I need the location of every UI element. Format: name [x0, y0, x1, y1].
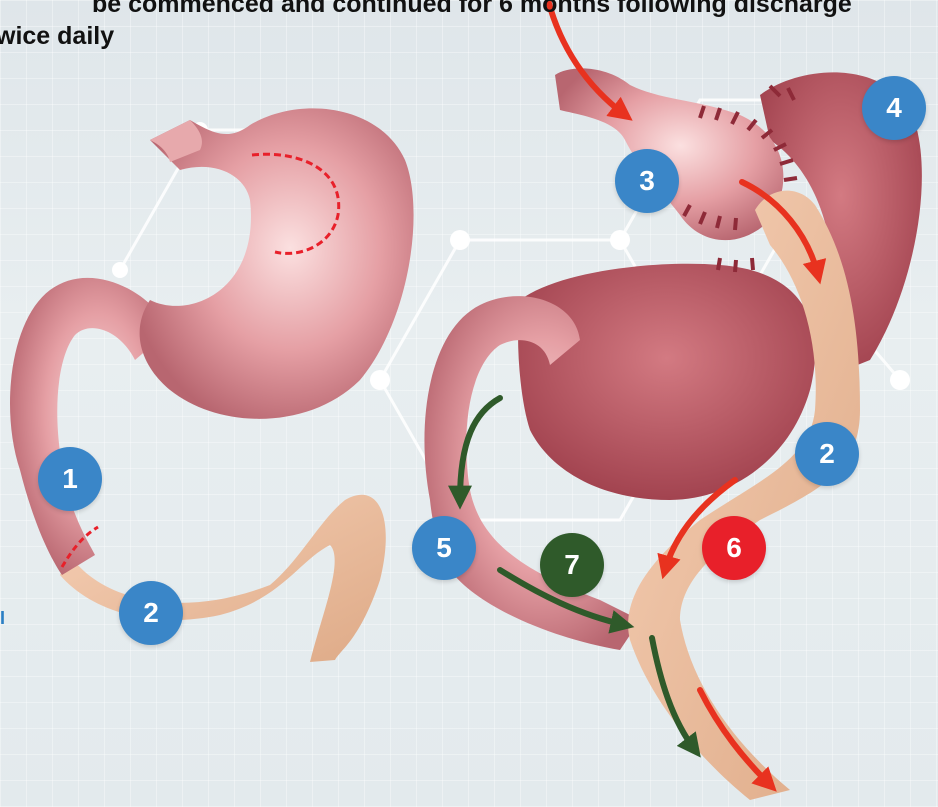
header-line-2: wice daily: [0, 24, 114, 49]
badge-right-6: 6: [702, 516, 766, 580]
side-text-fragment: I: [0, 608, 6, 632]
badge-right-5: 5: [412, 516, 476, 580]
left-duodenum: [60, 495, 386, 662]
badge-left-1: 1: [38, 447, 102, 511]
badge-right-7: 7: [540, 533, 604, 597]
badge-right-3: 3: [615, 149, 679, 213]
right-reconstruction-illustration: [424, 0, 921, 800]
header-line-1: be commenced and continued for 6 months …: [92, 0, 852, 17]
badge-left-2: 2: [119, 581, 183, 645]
right-anastomosis-pouch: [555, 68, 783, 240]
badge-right-4: 4: [862, 76, 926, 140]
left-stomach-illustration: [10, 108, 414, 662]
badge-right-2: 2: [795, 422, 859, 486]
right-main-stomach: [518, 264, 815, 500]
